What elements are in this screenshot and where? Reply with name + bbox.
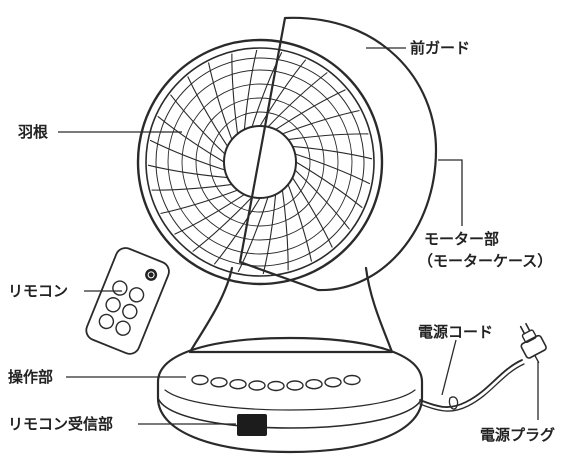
guard-spoke	[147, 164, 228, 179]
guard-spoke	[294, 169, 350, 230]
label-power-cord: 電源コード	[418, 323, 493, 341]
fan-neck	[188, 266, 394, 354]
guard-spoke	[275, 89, 346, 131]
remote-button	[105, 297, 121, 313]
guard-spoke	[291, 177, 333, 248]
guard-spoke	[151, 183, 232, 191]
label-power-plug: 電源プラグ	[480, 426, 555, 444]
guard-spoke	[267, 72, 328, 128]
remote-control	[85, 247, 170, 355]
label-motor-unit: モーター部	[424, 230, 499, 248]
label-remote-receiver: リモコン受信部	[8, 415, 113, 433]
front-guard	[136, 38, 384, 286]
label-front-guard: 前ガード	[410, 39, 470, 57]
power-plug	[519, 322, 547, 364]
guard-spoke	[294, 153, 371, 185]
guard-spoke	[295, 161, 363, 209]
panel-button	[324, 377, 342, 388]
guard-spoke	[192, 196, 253, 252]
guard-spoke	[292, 145, 373, 160]
remote-button	[122, 303, 138, 320]
guard-spoke	[160, 189, 238, 215]
guard-spoke	[187, 76, 229, 147]
guard-spoke	[170, 94, 226, 155]
remote-receiver-window	[237, 414, 267, 436]
guard-spoke	[237, 196, 269, 273]
remote-power-icon	[145, 268, 158, 281]
remote-button	[115, 320, 131, 336]
fan-base	[156, 336, 424, 454]
panel-button	[286, 380, 304, 391]
guard-spoke	[157, 115, 225, 163]
control-panel-buttons	[191, 374, 361, 392]
remote-button	[98, 313, 115, 330]
guard-spoke	[231, 53, 239, 134]
guard-spoke	[288, 133, 369, 141]
label-remote: リモコン	[8, 282, 68, 300]
panel-button	[191, 374, 209, 386]
label-control-panel: 操作部	[8, 368, 53, 386]
guard-spoke	[243, 49, 258, 130]
guard-spoke	[259, 59, 307, 127]
leader-lines	[58, 47, 539, 425]
guard-spoke	[149, 139, 226, 171]
remote-button	[112, 280, 128, 296]
guard-spoke	[207, 62, 233, 140]
remote-buttons	[98, 280, 145, 336]
motor-housing	[238, 16, 438, 292]
guard-spoke	[174, 193, 245, 235]
panel-button	[343, 374, 361, 386]
guard-spokes	[147, 49, 373, 275]
power-cord	[419, 359, 525, 412]
guard-spoke	[282, 109, 360, 135]
panel-button	[248, 380, 266, 391]
guard-spoke	[213, 197, 261, 265]
label-motor-case: （モーターケース）	[418, 252, 552, 270]
panel-button	[210, 377, 228, 388]
guard-spoke	[287, 184, 313, 262]
panel-button	[305, 379, 323, 390]
guard-spoke	[251, 51, 283, 128]
guard-spoke	[262, 194, 277, 275]
remote-button	[128, 287, 145, 303]
label-blades: 羽根	[18, 123, 48, 141]
panel-button	[229, 379, 247, 390]
guard-spoke	[281, 190, 289, 271]
panel-button	[267, 380, 285, 392]
